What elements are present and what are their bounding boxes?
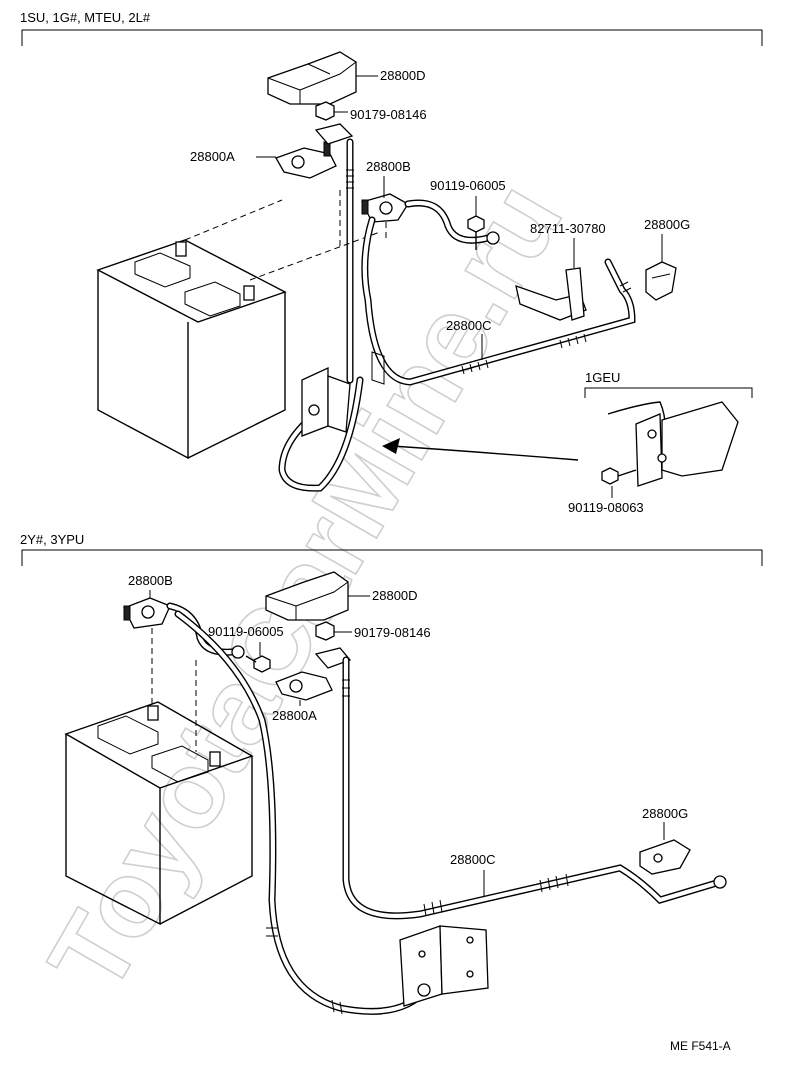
inset-arrowhead: [382, 438, 400, 454]
label-terminal-neg-top: 28800B: [366, 159, 411, 174]
label-boot-bottom: 28800G: [642, 806, 688, 821]
inset-bolt-label: 90119-08063: [568, 500, 644, 515]
label-bolt-top: 90119-06005: [430, 178, 506, 193]
label-clamp: 82711-30780: [530, 221, 606, 236]
label-bolt-bottom: 90119-06005: [208, 624, 284, 639]
top-section-bracket: [21, 29, 763, 46]
battery-bottom: [64, 701, 254, 926]
label-cover-bottom: 28800D: [372, 588, 418, 603]
label-boot-top: 28800G: [644, 217, 690, 232]
label-nut-top: 90179-08146: [350, 107, 427, 122]
label-terminal-pos-bottom: 28800A: [272, 708, 317, 723]
terminal-28800B-top: [361, 193, 409, 223]
nut-bottom: [315, 621, 335, 641]
terminal-28800A-bottom: [275, 647, 352, 701]
cover-28800D-top: [267, 51, 357, 105]
ground-bracket-top: [301, 351, 385, 437]
clamp-82711-30780: [515, 267, 587, 321]
bottom-section-heading: 2Y#, 3YPU: [20, 532, 84, 547]
boot-28800G-bottom: [639, 839, 691, 875]
bottom-section: 2Y#, 3YPU: [20, 532, 763, 1015]
label-cover-top: 28800D: [380, 68, 426, 83]
diagram-code: ME F541-A: [670, 1039, 731, 1053]
top-section: 1SU, 1G#, MTEU, 2L#: [20, 10, 763, 515]
label-cable-top: 28800C: [446, 318, 492, 333]
label-cable-bottom: 28800C: [450, 852, 496, 867]
label-nut-bottom: 90179-08146: [354, 625, 431, 640]
bolt-90119-06005-bottom: [245, 655, 271, 673]
boot-28800G-top: [645, 261, 677, 301]
inset-arrow: [391, 445, 579, 461]
top-section-heading: 1SU, 1G#, MTEU, 2L#: [20, 10, 151, 25]
label-terminal-pos-top: 28800A: [190, 149, 235, 164]
inset-1GEU: 1GEU 90119-08063: [568, 370, 753, 515]
cover-28800D-bottom: [265, 571, 349, 621]
terminal-28800A-top: [275, 123, 354, 179]
label-terminal-neg-bottom: 28800B: [128, 573, 173, 588]
terminal-28800B-bottom: [123, 597, 171, 629]
nut-top: [315, 101, 335, 121]
inset-heading: 1GEU: [585, 370, 620, 385]
ground-bracket-bottom: [399, 925, 489, 1007]
battery-top: [96, 239, 287, 460]
